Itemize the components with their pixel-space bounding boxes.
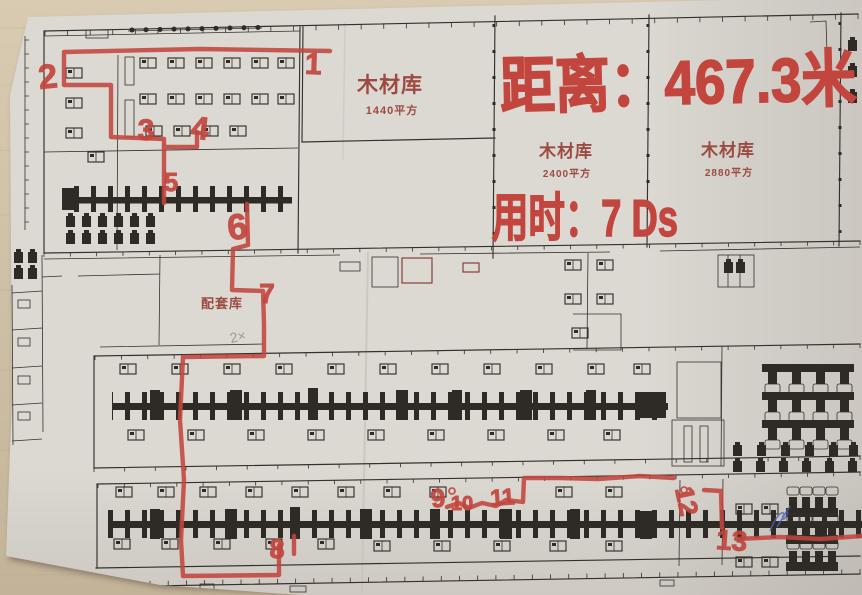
- time-annotation: 用时：7 Ds: [492, 190, 678, 248]
- route-spur-waypoint-4: [161, 129, 200, 150]
- printed-room-labels: 木材库 1440平方 木材库 2400平方 木材库 2880平方 配套库: [201, 73, 755, 311]
- route-segment-13-to-exit: [733, 533, 862, 542]
- blueprint-linework: [11, 12, 861, 593]
- route-segment-1-to-5: [61, 46, 333, 206]
- waypoint-10: 10: [451, 493, 473, 515]
- waypoint-12: 12: [669, 484, 704, 519]
- room-label-support-store: 配套库: [201, 296, 243, 311]
- waypoint-11: 11: [489, 483, 515, 511]
- waypoint-1: 1: [304, 48, 322, 82]
- pencil-note: 2×: [228, 327, 247, 346]
- waypoint-13: 13: [715, 524, 748, 557]
- blue-ink-scribble: [769, 505, 791, 532]
- conveyor-lines: [62, 186, 862, 572]
- waypoint-7: 7: [259, 278, 275, 309]
- route-segment-12-to-13: [701, 487, 725, 531]
- room-label-wood-store-2400-name: 木材库: [538, 141, 593, 161]
- conveyor-block-a: [112, 388, 668, 420]
- room-label-wood-store-2400-area: 2400平方: [543, 167, 591, 180]
- waypoint-4: 4: [189, 109, 211, 147]
- room-label-wood-store-2880-area: 2880平方: [705, 166, 753, 179]
- route-small-circle-10: [448, 487, 456, 495]
- route-path: [61, 46, 862, 579]
- route-small-circle-12: [680, 486, 688, 494]
- waypoint-9: 9: [429, 482, 447, 513]
- route-segment-9-to-12: [444, 473, 677, 511]
- handwritten-annotations: 距离：467.3米 用时：7 Ds 2×: [228, 44, 858, 532]
- room-label-wood-store-1440-name: 木材库: [356, 73, 423, 97]
- waypoint-8: 8: [269, 534, 284, 564]
- conveyor-top-left: [62, 186, 292, 212]
- room-label-wood-store-1440-area: 1440平方: [366, 103, 418, 117]
- waypoint-3: 3: [138, 114, 155, 147]
- waypoint-2: 2: [36, 57, 59, 97]
- conveyor-block-b: [108, 507, 862, 539]
- distance-annotation: 距离：467.3米: [499, 45, 856, 122]
- room-label-wood-store-2880-name: 木材库: [700, 140, 755, 160]
- waypoint-5: 5: [164, 167, 178, 197]
- route-segment-6-to-8: [177, 201, 282, 579]
